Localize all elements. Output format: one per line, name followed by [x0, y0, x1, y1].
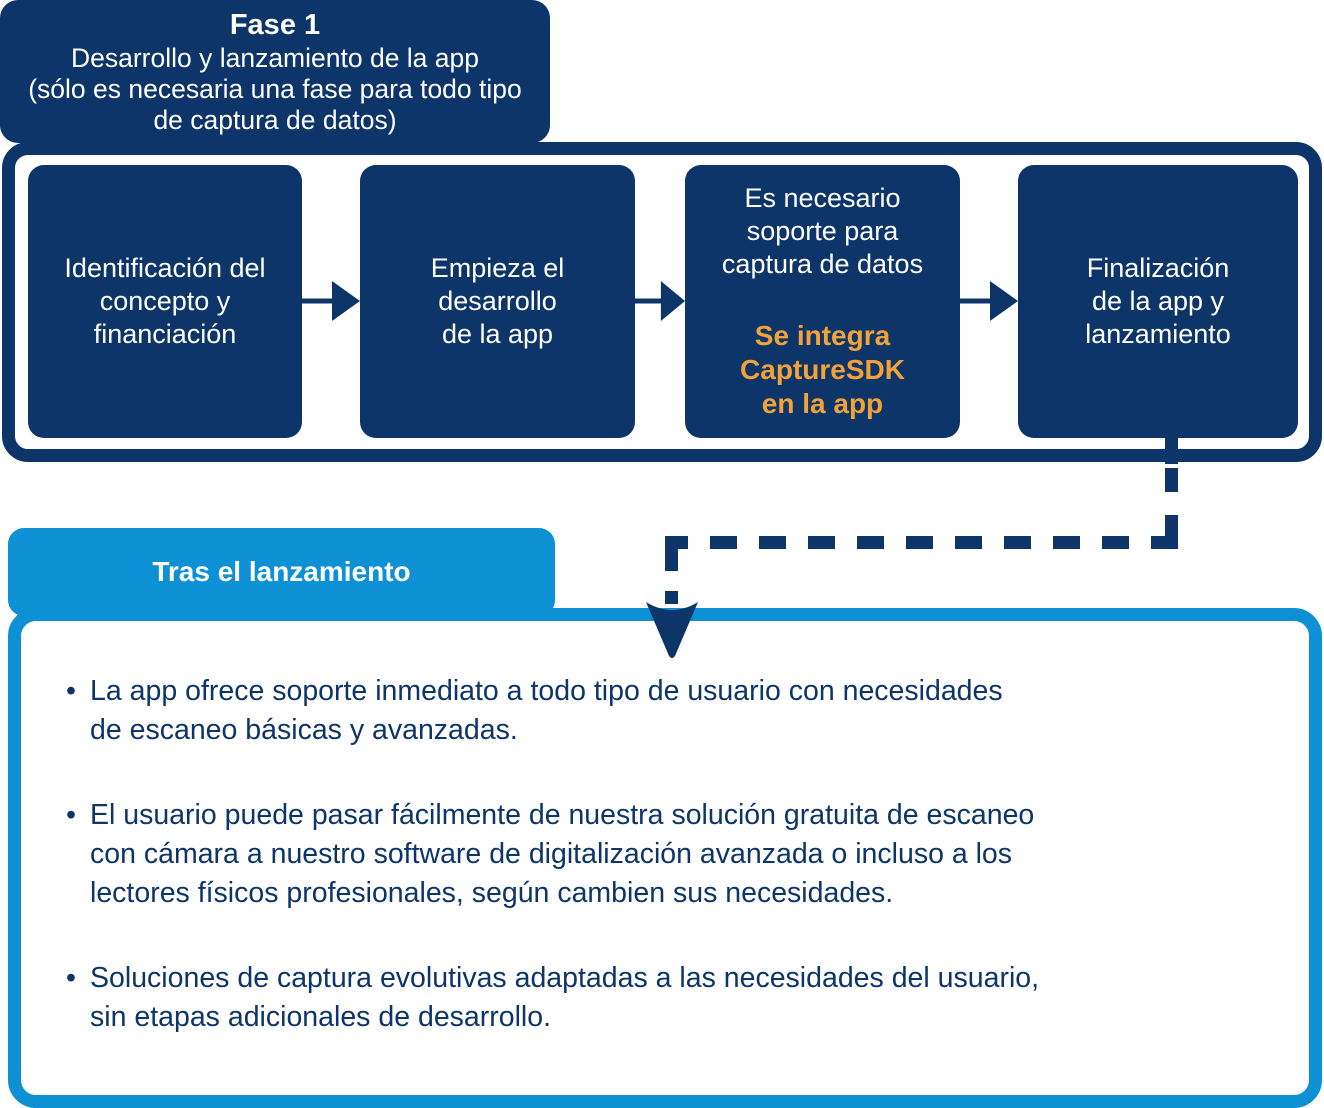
dashed-connector-vertical-left: [665, 549, 678, 604]
step-label: Empieza el desarrollo de la app: [430, 253, 565, 349]
flow-step-concept: Identificación del concepto y financiaci…: [28, 165, 302, 438]
step-label: Identificación del concepto y financiaci…: [64, 253, 266, 349]
step-highlight-capturesdk: Se integra CaptureSDK en la app: [740, 320, 905, 419]
flow-step-capture-support: Es necesario soporte para captura de dat…: [685, 165, 960, 438]
step-label: Finalización de la app y lanzamiento: [1085, 253, 1231, 349]
post-launch-title: Tras el lanzamiento: [152, 556, 411, 587]
bullet-text: Soluciones de captura evolutivas adaptad…: [90, 962, 1040, 1033]
post-launch-tab: Tras el lanzamiento: [8, 528, 555, 616]
flow-arrow-icon: [302, 281, 360, 321]
dashed-connector-vertical-right: [1165, 468, 1178, 550]
bullet-text: El usuario puede pasar fácilmente de nue…: [90, 799, 1035, 909]
bullet-item: • La app ofrece soporte inmediato a todo…: [66, 672, 1276, 750]
phase1-tab: Fase 1 Desarrollo y lanzamiento de la ap…: [0, 0, 550, 143]
connector-stub: [1165, 438, 1178, 464]
bullet-marker: •: [66, 962, 76, 994]
step-label: Es necesario soporte para captura de dat…: [721, 183, 924, 279]
flow-arrow-icon: [635, 281, 685, 321]
bullet-item: • Soluciones de captura evolutivas adapt…: [66, 959, 1276, 1037]
phase1-subtitle: Desarrollo y lanzamiento de la app (sólo…: [28, 43, 522, 135]
bullet-text: La app ofrece soporte inmediato a todo t…: [90, 675, 1003, 746]
flow-step-development: Empieza el desarrollo de la app: [360, 165, 635, 438]
bullet-marker: •: [66, 675, 76, 707]
bullet-item: • El usuario puede pasar fácilmente de n…: [66, 796, 1276, 913]
phase1-title: Fase 1: [229, 9, 321, 41]
bullet-list: • La app ofrece soporte inmediato a todo…: [66, 672, 1276, 1083]
flow-arrow-icon: [960, 281, 1018, 321]
dashed-connector-horizontal: [665, 536, 1178, 549]
bullet-marker: •: [66, 799, 76, 831]
arrowhead-down-icon: [646, 602, 698, 658]
flow-step-launch: Finalización de la app y lanzamiento: [1018, 165, 1298, 438]
